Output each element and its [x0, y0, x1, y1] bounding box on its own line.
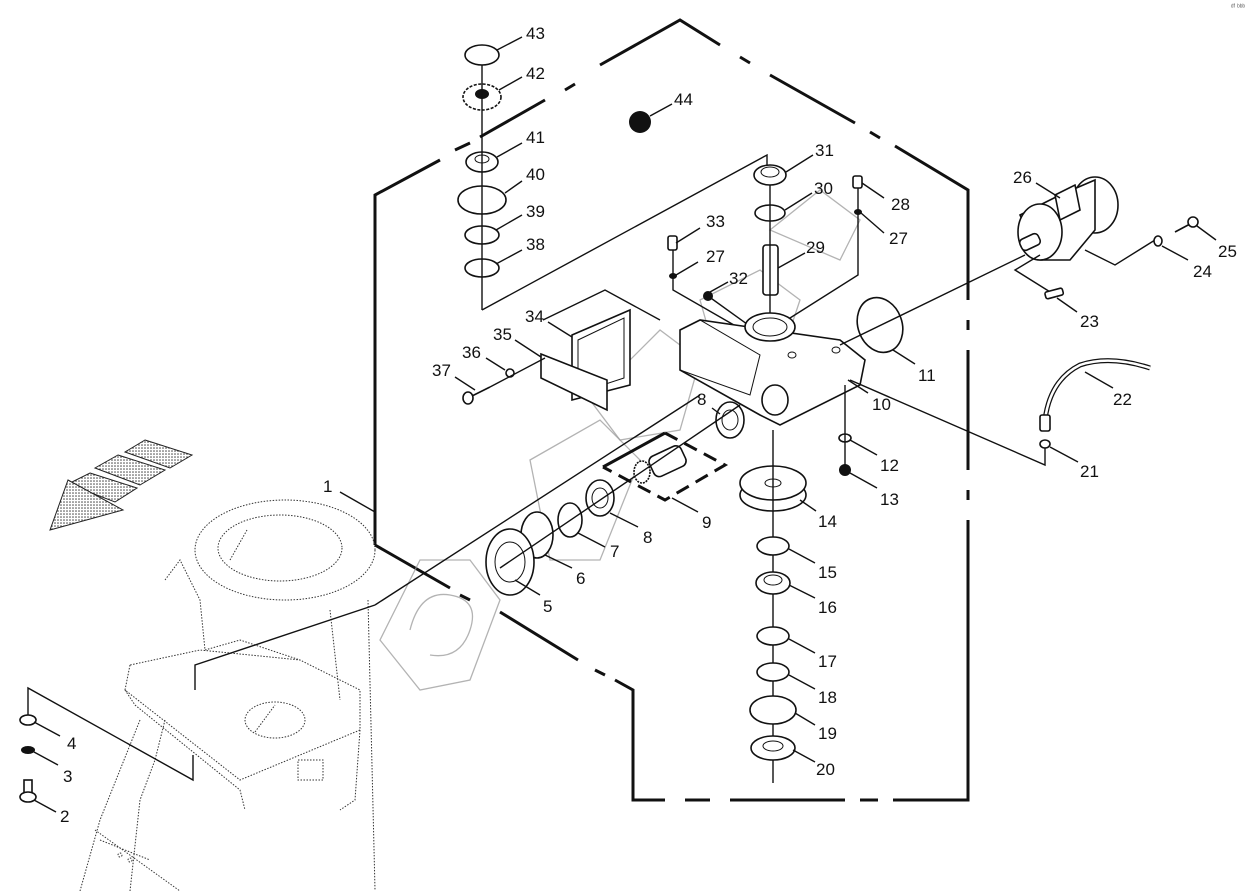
- part-43-circlip: [464, 44, 500, 66]
- part-35-gasket: [540, 352, 608, 412]
- part-24-washer: [1153, 235, 1163, 247]
- part-8b-bearing: [585, 479, 615, 517]
- part-37-bolt: [462, 386, 491, 405]
- callout-27b[interactable]: 27: [889, 229, 908, 248]
- callout-9[interactable]: 9: [702, 513, 711, 532]
- part-20-washer: [750, 735, 796, 761]
- callout-41[interactable]: 41: [526, 128, 545, 147]
- part-21-washer: [1039, 439, 1051, 449]
- part-2-bolt: [19, 779, 37, 803]
- callout-13[interactable]: 13: [880, 490, 899, 509]
- callout-32[interactable]: 32: [729, 269, 748, 288]
- part-31-bearing: [753, 164, 787, 186]
- part-10-gearbox-housing: [679, 312, 866, 426]
- callout-3[interactable]: 3: [63, 767, 72, 786]
- part-23-key: [1044, 287, 1065, 300]
- part-17-ring: [756, 626, 790, 646]
- callout-31[interactable]: 31: [815, 141, 834, 160]
- callout-22[interactable]: 22: [1113, 390, 1132, 409]
- callout-29[interactable]: 29: [806, 238, 825, 257]
- part-22-hydraulic-hose: [1042, 358, 1151, 421]
- callout-28[interactable]: 28: [891, 195, 910, 214]
- callout-4[interactable]: 4: [67, 734, 76, 753]
- part-4-washer: [19, 714, 37, 726]
- callout-38[interactable]: 38: [526, 235, 545, 254]
- part-18-ring: [756, 662, 790, 682]
- travel-direction-arrow: [49, 439, 194, 531]
- axis-line-21: [849, 379, 1046, 467]
- callout-42[interactable]: 42: [526, 64, 545, 83]
- callout-27a[interactable]: 27: [706, 247, 725, 266]
- callout-2[interactable]: 2: [60, 807, 69, 826]
- axis-line-35-37: [489, 357, 546, 388]
- axis-line-27-28: [789, 188, 859, 319]
- callout-33[interactable]: 33: [706, 212, 725, 231]
- part-33-plug: [667, 235, 678, 251]
- axis-line-11-26: [839, 254, 1026, 346]
- callout-39[interactable]: 39: [526, 202, 545, 221]
- callout-23[interactable]: 23: [1080, 312, 1099, 331]
- callout-7[interactable]: 7: [610, 542, 619, 561]
- axis-line-24-26: [1084, 239, 1156, 266]
- assembly-frame: [373, 18, 970, 802]
- callout-14[interactable]: 14: [818, 512, 837, 531]
- part-44-marker: [629, 111, 651, 133]
- callout-16[interactable]: 16: [818, 598, 837, 617]
- callout-18[interactable]: 18: [818, 688, 837, 707]
- callout-12[interactable]: 12: [880, 456, 899, 475]
- callout-8b[interactable]: 8: [643, 528, 652, 547]
- part-19-circlip: [749, 695, 797, 725]
- callout-43[interactable]: 43: [526, 24, 545, 43]
- axis-line-27-33: [672, 250, 761, 341]
- axis-line-23: [1013, 254, 1056, 296]
- bracket-line-top: [481, 153, 768, 311]
- callout-34[interactable]: 34: [525, 307, 544, 326]
- axis-line-1: [374, 394, 701, 606]
- callout-40[interactable]: 40: [526, 165, 545, 184]
- callout-11[interactable]: 11: [918, 366, 936, 385]
- callout-15[interactable]: 15: [818, 563, 837, 582]
- callout-5[interactable]: 5: [543, 597, 552, 616]
- callout-1[interactable]: 1: [323, 477, 332, 496]
- part-9-pinion-shaft: [602, 431, 729, 502]
- callout-6[interactable]: 6: [576, 569, 585, 588]
- callout-20[interactable]: 20: [816, 760, 835, 779]
- callouts: 1 2 3 4 5 6 7 8 8 9 10 11 12 13 14 15 16: [33, 24, 1237, 826]
- part-25-bolt: [1174, 216, 1199, 233]
- axis-line-2-4: [27, 686, 194, 782]
- corner-mark: ᵈᶠ ᵇᵇᵇ: [1230, 4, 1245, 11]
- callout-8a[interactable]: 8: [697, 390, 706, 409]
- callout-37[interactable]: 37: [432, 361, 451, 380]
- bracket-line-cover: [542, 289, 661, 321]
- callout-26[interactable]: 26: [1013, 168, 1032, 187]
- callout-10[interactable]: 10: [872, 395, 891, 414]
- part-28-plug: [852, 175, 863, 189]
- part-15-ring: [756, 536, 790, 556]
- callout-17[interactable]: 17: [818, 652, 837, 671]
- axis-line-5-8: [499, 404, 741, 569]
- callout-19[interactable]: 19: [818, 724, 837, 743]
- watermark-logo: [379, 189, 861, 691]
- callout-21[interactable]: 21: [1080, 462, 1099, 481]
- callout-30[interactable]: 30: [814, 179, 833, 198]
- part-3-lock-washer: [21, 746, 35, 754]
- part-8a-bearing: [715, 401, 745, 439]
- callout-25[interactable]: 25: [1218, 242, 1237, 261]
- callout-36[interactable]: 36: [462, 343, 481, 362]
- chassis-frame: [79, 499, 376, 891]
- callout-24[interactable]: 24: [1193, 262, 1212, 281]
- part-16-bearing: [755, 571, 791, 595]
- axis-line-chassis: [194, 604, 376, 690]
- callout-44[interactable]: 44: [674, 90, 693, 109]
- callout-35[interactable]: 35: [493, 325, 512, 344]
- part-26-hydraulic-motor: [1017, 176, 1119, 261]
